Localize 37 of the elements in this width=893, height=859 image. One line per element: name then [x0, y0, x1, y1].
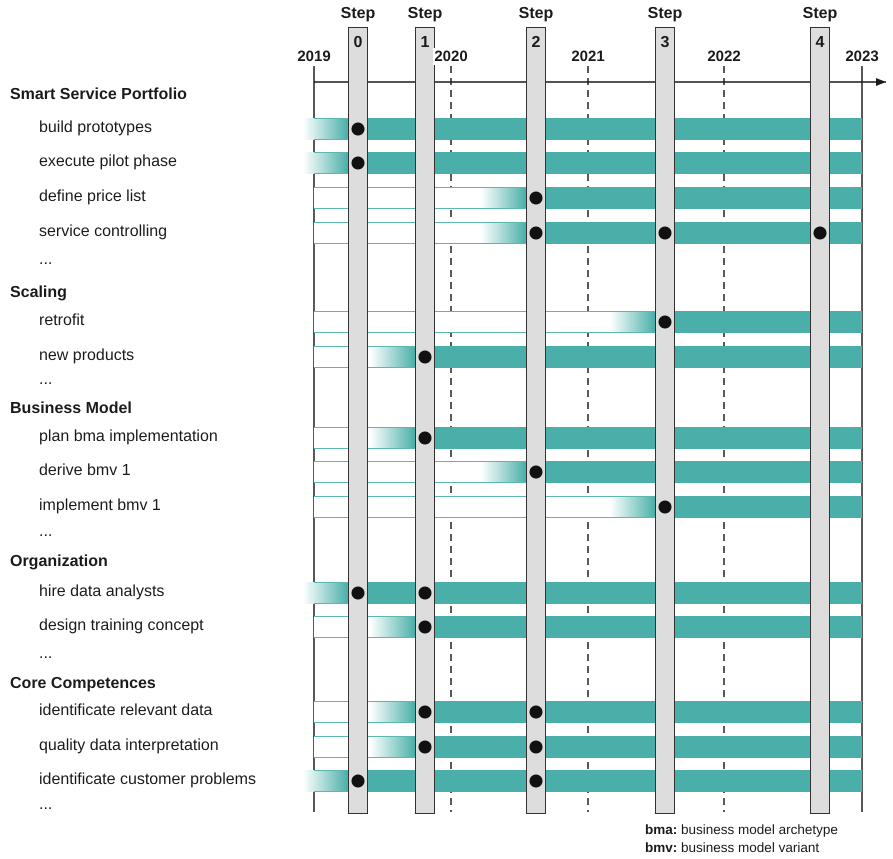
task-label: plan bma implementation [39, 428, 218, 446]
step-number: 1 [420, 34, 430, 52]
category-heading: Organization [10, 553, 108, 571]
legend-note: bmv: business model variant [645, 840, 820, 855]
step-number: 3 [660, 34, 670, 52]
step-heading: Step [406, 5, 444, 23]
ellipsis: ... [39, 523, 52, 541]
task-label: hire data analysts [39, 583, 164, 601]
category-heading: Business Model [10, 400, 132, 418]
step-number: 0 [352, 34, 364, 52]
task-label: quality data interpretation [39, 737, 219, 755]
task-label: identificate relevant data [39, 702, 212, 720]
task-label: derive bmv 1 [39, 462, 131, 480]
task-label: define price list [39, 188, 146, 206]
ellipsis: ... [39, 251, 52, 269]
step-heading: Step [518, 5, 554, 23]
task-label: design training concept [39, 617, 204, 635]
step-number: 2 [530, 34, 542, 52]
task-label: build prototypes [39, 119, 152, 137]
category-heading: Scaling [10, 284, 67, 302]
task-label: implement bmv 1 [39, 497, 161, 515]
step-heading: Step [802, 5, 838, 23]
legend-note: bma: business model archetype [645, 822, 838, 837]
ellipsis: ... [39, 645, 52, 663]
year-label: 2020 [433, 48, 469, 65]
ellipsis: ... [39, 796, 52, 814]
category-heading: Smart Service Portfolio [10, 86, 187, 104]
task-label: new products [39, 347, 134, 365]
step-heading: Step [646, 5, 684, 23]
ellipsis: ... [39, 371, 52, 389]
step-heading: Step [340, 5, 376, 23]
task-label: retrofit [39, 312, 84, 330]
category-heading: Core Competences [10, 675, 156, 693]
task-label: identificate customer problems [39, 771, 256, 789]
task-label: execute pilot phase [39, 153, 177, 171]
step-number: 4 [814, 34, 826, 52]
task-label: service controlling [39, 223, 168, 241]
